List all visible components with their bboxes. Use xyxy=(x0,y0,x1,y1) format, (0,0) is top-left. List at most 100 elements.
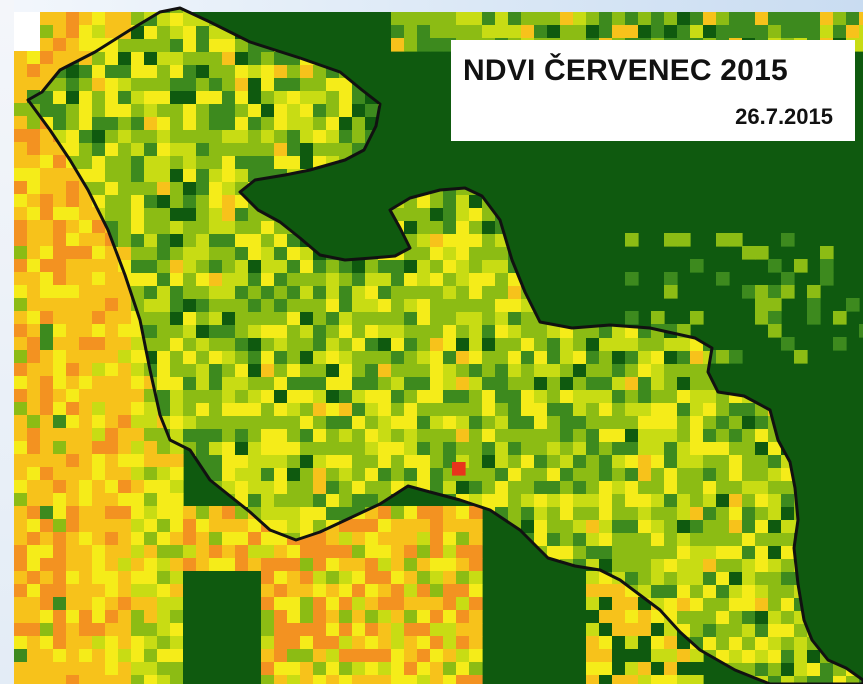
ndvi-pixel xyxy=(209,403,223,417)
ndvi-pixel xyxy=(79,506,93,520)
ndvi-pixel xyxy=(79,545,93,559)
ndvi-pixel xyxy=(664,8,678,14)
ndvi-pixel xyxy=(313,390,327,404)
ndvi-pixel xyxy=(313,117,327,131)
ndvi-pixel xyxy=(352,273,366,287)
ndvi-pixel xyxy=(391,286,405,300)
ndvi-pixel xyxy=(300,584,314,598)
ndvi-pixel xyxy=(599,364,613,378)
ndvi-pixel xyxy=(222,156,236,170)
ndvi-pixel xyxy=(690,598,704,612)
ndvi-pixel xyxy=(651,364,665,378)
ndvi-pixel xyxy=(469,325,483,339)
ndvi-pixel xyxy=(40,558,54,572)
ndvi-pixel xyxy=(664,662,678,676)
ndvi-pixel xyxy=(313,91,327,105)
ndvi-pixel xyxy=(768,507,782,521)
ndvi-pixel xyxy=(638,662,652,676)
ndvi-pixel xyxy=(430,468,444,482)
ndvi-pixel xyxy=(235,91,249,105)
ndvi-pixel xyxy=(300,260,314,274)
ndvi-pixel xyxy=(625,610,639,624)
ndvi-pixel xyxy=(300,403,314,417)
ndvi-pixel xyxy=(40,649,54,663)
ndvi-pixel xyxy=(40,610,54,624)
ndvi-pixel xyxy=(105,104,119,118)
ndvi-pixel xyxy=(92,558,106,572)
ndvi-pixel xyxy=(53,402,67,416)
ndvi-pixel xyxy=(170,545,184,559)
ndvi-pixel xyxy=(14,597,28,611)
ndvi-pixel xyxy=(599,610,613,624)
ndvi-pixel xyxy=(131,493,145,507)
ndvi-pixel xyxy=(183,519,197,533)
ndvi-pixel xyxy=(378,390,392,404)
ndvi-pixel xyxy=(534,25,548,39)
ndvi-pixel xyxy=(118,597,132,611)
ndvi-pixel xyxy=(92,480,106,494)
ndvi-pixel xyxy=(495,260,509,274)
study-area-boundary[interactable] xyxy=(26,6,863,684)
ndvi-pixel xyxy=(599,546,613,560)
ndvi-pixel xyxy=(14,675,28,684)
ndvi-pixel xyxy=(456,338,470,352)
ndvi-pixel xyxy=(300,299,314,313)
ndvi-pixel xyxy=(287,558,301,572)
ndvi-pixel xyxy=(209,208,223,222)
ndvi-pixel xyxy=(326,468,340,482)
ndvi-pixel xyxy=(235,260,249,274)
ndvi-pixel xyxy=(430,325,444,339)
ndvi-pixel xyxy=(599,533,613,547)
ndvi-pixel xyxy=(235,584,249,598)
ndvi-pixel xyxy=(651,546,665,560)
ndvi-pixel xyxy=(612,442,626,456)
ndvi-pixel xyxy=(248,519,262,533)
ndvi-pixel xyxy=(677,377,691,391)
ndvi-pixel xyxy=(222,299,236,313)
ndvi-pixel xyxy=(365,649,379,663)
ndvi-pixel xyxy=(586,481,600,495)
ndvi-pixel xyxy=(599,623,613,637)
ndvi-pixel xyxy=(144,52,158,66)
ndvi-pixel xyxy=(183,273,197,287)
ndvi-pixel xyxy=(677,559,691,573)
ndvi-pixel xyxy=(625,494,639,508)
ndvi-pixel xyxy=(729,598,743,612)
ndvi-pixel xyxy=(300,481,314,495)
ndvi-pixel xyxy=(79,104,93,118)
ndvi-pixel xyxy=(287,273,301,287)
ndvi-pixel xyxy=(404,558,418,572)
ndvi-pixel xyxy=(313,8,327,14)
ndvi-pixel xyxy=(287,571,301,585)
ndvi-pixel xyxy=(248,416,262,430)
ndvi-pixel xyxy=(53,233,67,247)
ndvi-pixel xyxy=(222,468,236,482)
ndvi-pixel xyxy=(794,25,808,39)
ndvi-pixel xyxy=(443,25,457,39)
ndvi-pixel xyxy=(404,403,418,417)
ndvi-pixel xyxy=(157,26,171,40)
ndvi-pixel xyxy=(27,272,41,286)
ndvi-pixel xyxy=(105,454,119,468)
ndvi-pixel xyxy=(118,532,132,546)
ndvi-pixel xyxy=(118,454,132,468)
ndvi-pixel xyxy=(391,468,405,482)
ndvi-pixel xyxy=(339,377,353,391)
ndvi-pixel xyxy=(560,481,574,495)
ndvi-pixel xyxy=(66,78,80,92)
ndvi-pixel xyxy=(625,468,639,482)
ndvi-pixel xyxy=(196,104,210,118)
ndvi-pixel xyxy=(391,519,405,533)
ndvi-pixel xyxy=(170,506,184,520)
ndvi-pixel xyxy=(313,312,327,326)
ndvi-pixel xyxy=(547,455,561,469)
ndvi-pixel xyxy=(235,597,249,611)
ndvi-pixel xyxy=(222,584,236,598)
ndvi-pixel xyxy=(66,428,80,442)
ndvi-pixel xyxy=(196,610,210,624)
ndvi-pixel xyxy=(352,416,366,430)
ndvi-pixel xyxy=(417,584,431,598)
ndvi-pixel xyxy=(729,624,743,638)
ndvi-pixel xyxy=(287,156,301,170)
